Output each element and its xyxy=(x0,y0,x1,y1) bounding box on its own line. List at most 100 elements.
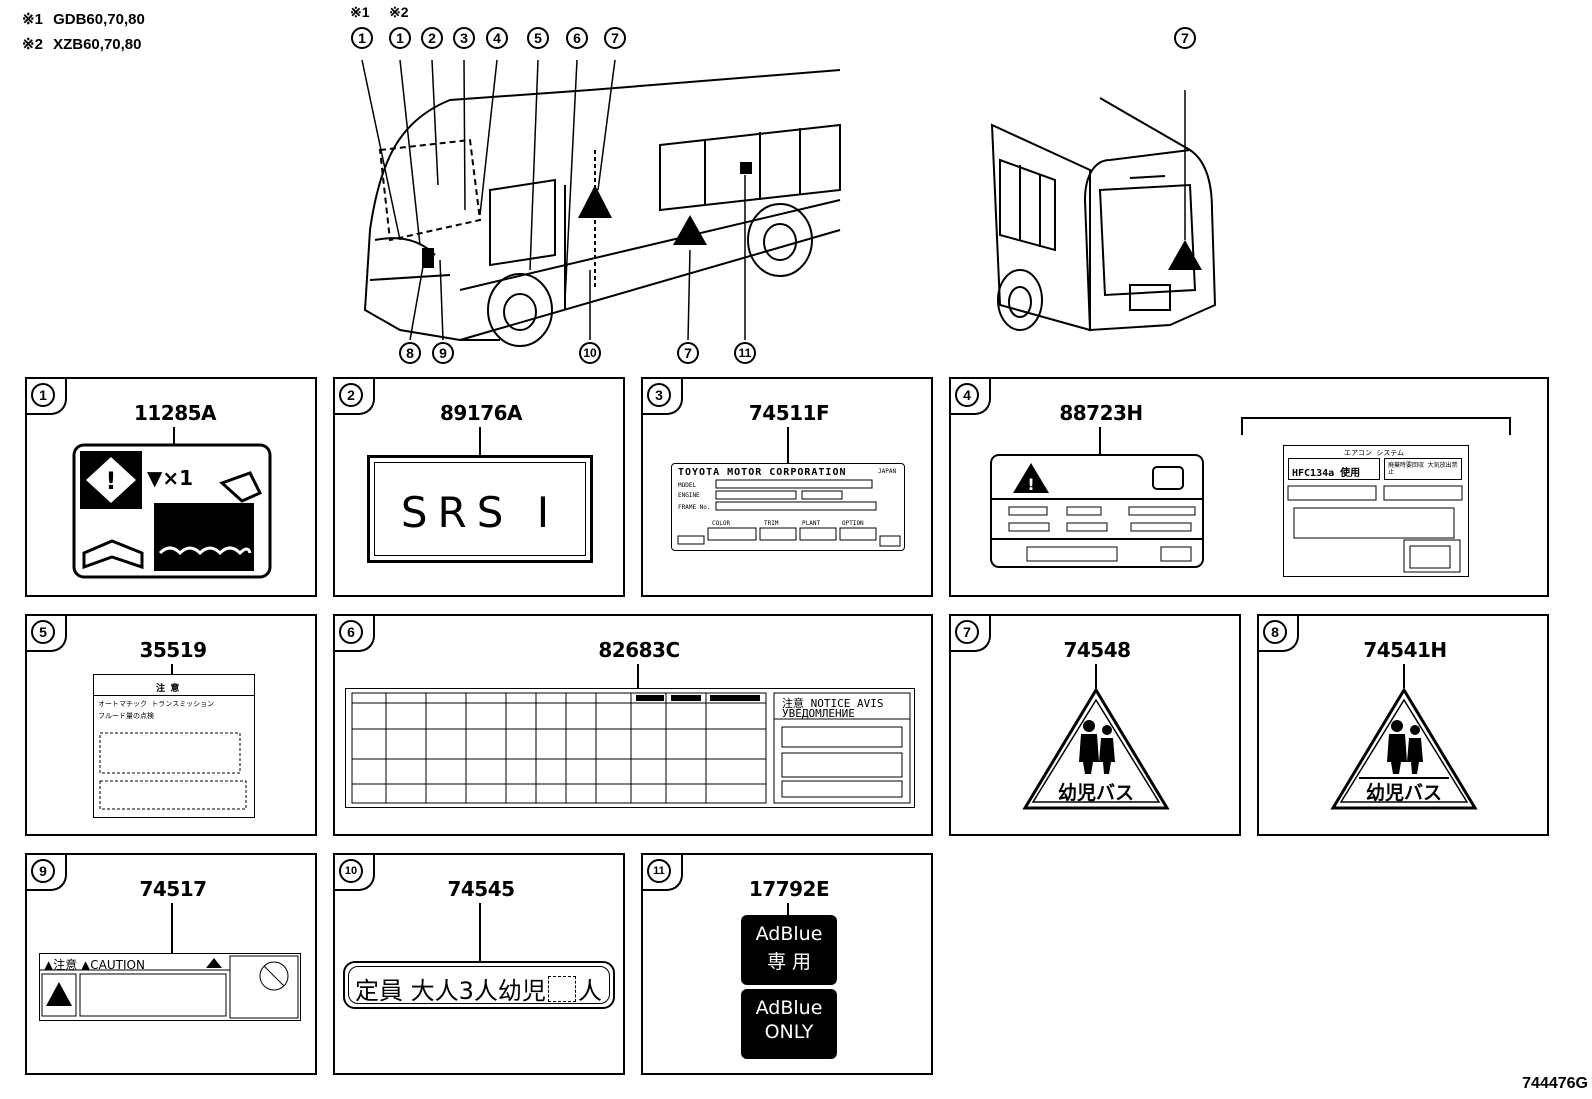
capacity-label: 定員 大人3人幼児人 xyxy=(343,961,615,1009)
transmission-label: 注 意 オートマチック トランスミッション フルード量の点検 xyxy=(93,674,255,818)
leader-line xyxy=(173,427,175,445)
figure-id: 744476G xyxy=(1522,1075,1588,1092)
leader-line xyxy=(1095,664,1097,688)
caution-icons xyxy=(40,955,299,1019)
child-bus-text-8: 幼児バス xyxy=(1365,782,1442,804)
front-callout-11: 11 xyxy=(734,342,756,364)
child-bus-sign-74548 xyxy=(1022,687,1170,810)
front-bus-illustration xyxy=(361,59,841,347)
part-number: 74517 xyxy=(139,877,207,901)
panel-number: 6 xyxy=(333,614,375,652)
front-callout-5: 5 xyxy=(527,27,549,49)
panel-8: 8 74541H 幼児バス xyxy=(1257,614,1549,836)
front-callout-6: 6 xyxy=(566,27,588,49)
field-frame: FRAME No. xyxy=(678,504,711,511)
leader-line xyxy=(171,903,173,955)
aircon-title: エアコン システム xyxy=(1344,449,1405,457)
note-mark: ※1 xyxy=(22,11,43,28)
front-mark-1: ※1 xyxy=(350,4,370,20)
part-number: 82683C xyxy=(598,638,680,662)
aircon-fields-blank xyxy=(1287,485,1463,573)
panel-11: 11 17792E AdBlue 専 用 AdBlue ONLY xyxy=(641,853,933,1075)
fuse-grid xyxy=(351,692,911,804)
trans-title: 注 意 xyxy=(156,684,180,694)
field-option: OPTION xyxy=(842,520,864,527)
child-bus-sign-74541h xyxy=(1330,687,1478,810)
part-number: 74511F xyxy=(748,401,830,425)
field-color: COLOR xyxy=(712,520,731,527)
front-callout-3: 3 xyxy=(453,27,475,49)
front-callout-9: 9 xyxy=(432,342,454,364)
panel-6: 6 82683C xyxy=(333,614,933,836)
plate-fields-blank xyxy=(677,479,901,547)
note-text: XZB60,70,80 xyxy=(53,36,142,53)
leader-line xyxy=(637,664,639,688)
part-number: 17792E xyxy=(748,877,830,901)
front-callout-1b: 1 xyxy=(389,27,411,49)
svg-text:▼×1: ▼×1 xyxy=(147,466,193,490)
panel-number: 11 xyxy=(641,853,683,891)
panel-10: 10 74545 定員 大人3人幼児人 xyxy=(333,853,625,1075)
svg-text:!: ! xyxy=(1027,475,1034,494)
capacity-blank xyxy=(547,976,576,1002)
fuse-table-label: 注意 NOTICE AVIS УВЕДОМЛЕНИЕ xyxy=(345,688,915,808)
aircon-note: 廃棄時要回収 大気放出禁止 xyxy=(1388,462,1458,476)
trans-line2: フルード量の点検 xyxy=(98,712,154,720)
front-callout-7: 7 xyxy=(604,27,626,49)
field-plant: PLANT xyxy=(802,520,821,527)
capacity-text: 定員 大人3人幼児人 xyxy=(355,976,602,1005)
part-number: 74545 xyxy=(447,877,515,901)
notice-text: 注意 NOTICE AVIS xyxy=(782,697,884,710)
panel-4: 4 88723H ! エアコン システム HFC134a 使用 廃棄時要回収 大… xyxy=(949,377,1549,597)
field-model: MODEL xyxy=(678,482,697,489)
panel-number: 1 xyxy=(25,377,67,415)
panel-number: 9 xyxy=(25,853,67,891)
srs-label: SRS I xyxy=(367,455,593,563)
child-bus-text-7: 幼児バス xyxy=(1057,782,1134,804)
panel-5: 5 35519 注 意 オートマチック トランスミッション フルード量の点検 xyxy=(25,614,317,836)
leader-line xyxy=(479,427,481,457)
leader-line xyxy=(787,903,789,917)
part-number: 89176A xyxy=(439,401,523,425)
panel-number: 5 xyxy=(25,614,67,652)
panel-1: 1 11285A ! ▼×1 xyxy=(25,377,317,597)
trans-line1: オートマチック トランスミッション xyxy=(98,700,215,708)
panel-number: 10 xyxy=(333,853,375,891)
panel-2: 2 89176A SRS I xyxy=(333,377,625,597)
front-mark-2: ※2 xyxy=(389,4,409,20)
front-callout-4: 4 xyxy=(486,27,508,49)
note-text: GDB60,70,80 xyxy=(53,11,145,28)
panel-9: 9 74517 ▲注意 ▲CAUTION xyxy=(25,853,317,1075)
panel-number: 4 xyxy=(949,377,991,415)
note-mark: ※2 xyxy=(22,36,43,53)
front-callout-10: 10 xyxy=(579,342,601,364)
adblue-label-lower: AdBlue ONLY xyxy=(741,989,837,1059)
panel-number: 8 xyxy=(1257,614,1299,652)
front-callout-8: 8 xyxy=(399,342,421,364)
part-number: 88723H xyxy=(1059,401,1143,425)
caution-label: ▲注意 ▲CAUTION xyxy=(39,953,301,1021)
field-trim: TRIM xyxy=(764,520,779,527)
variant-bracket xyxy=(1241,417,1511,435)
rear-callout-7: 7 xyxy=(1174,27,1196,49)
front-callout-2: 2 xyxy=(421,27,443,49)
trans-fields-blank xyxy=(99,732,247,810)
warning-label-88723h: ! xyxy=(990,454,1204,568)
front-callout-7b: 7 xyxy=(677,342,699,364)
toyota-text: TOYOTA MOTOR CORPORATION xyxy=(678,467,847,478)
leader-line xyxy=(171,664,173,676)
aircon-label: エアコン システム HFC134a 使用 廃棄時要回収 大気放出禁止 xyxy=(1283,445,1469,577)
leader-line xyxy=(787,427,789,465)
part-number: 74541H xyxy=(1363,638,1447,662)
note-1: ※1 GDB60,70,80 xyxy=(22,10,145,28)
aircon-hfc: HFC134a 使用 xyxy=(1292,468,1361,479)
leader-line xyxy=(1403,664,1405,688)
panel-3: 3 74511F TOYOTA MOTOR CORPORATION JAPAN … xyxy=(641,377,933,597)
panel-7: 7 74548 幼児バス xyxy=(949,614,1241,836)
japan-text: JAPAN xyxy=(878,468,897,475)
vehicle-id-plate: TOYOTA MOTOR CORPORATION JAPAN MODEL ENG… xyxy=(671,463,905,551)
panel-number: 2 xyxy=(333,377,375,415)
srs-text: SRS I xyxy=(400,488,560,537)
coolant-warning-label: ! ▼×1 xyxy=(72,443,272,579)
leader-line xyxy=(479,903,481,963)
